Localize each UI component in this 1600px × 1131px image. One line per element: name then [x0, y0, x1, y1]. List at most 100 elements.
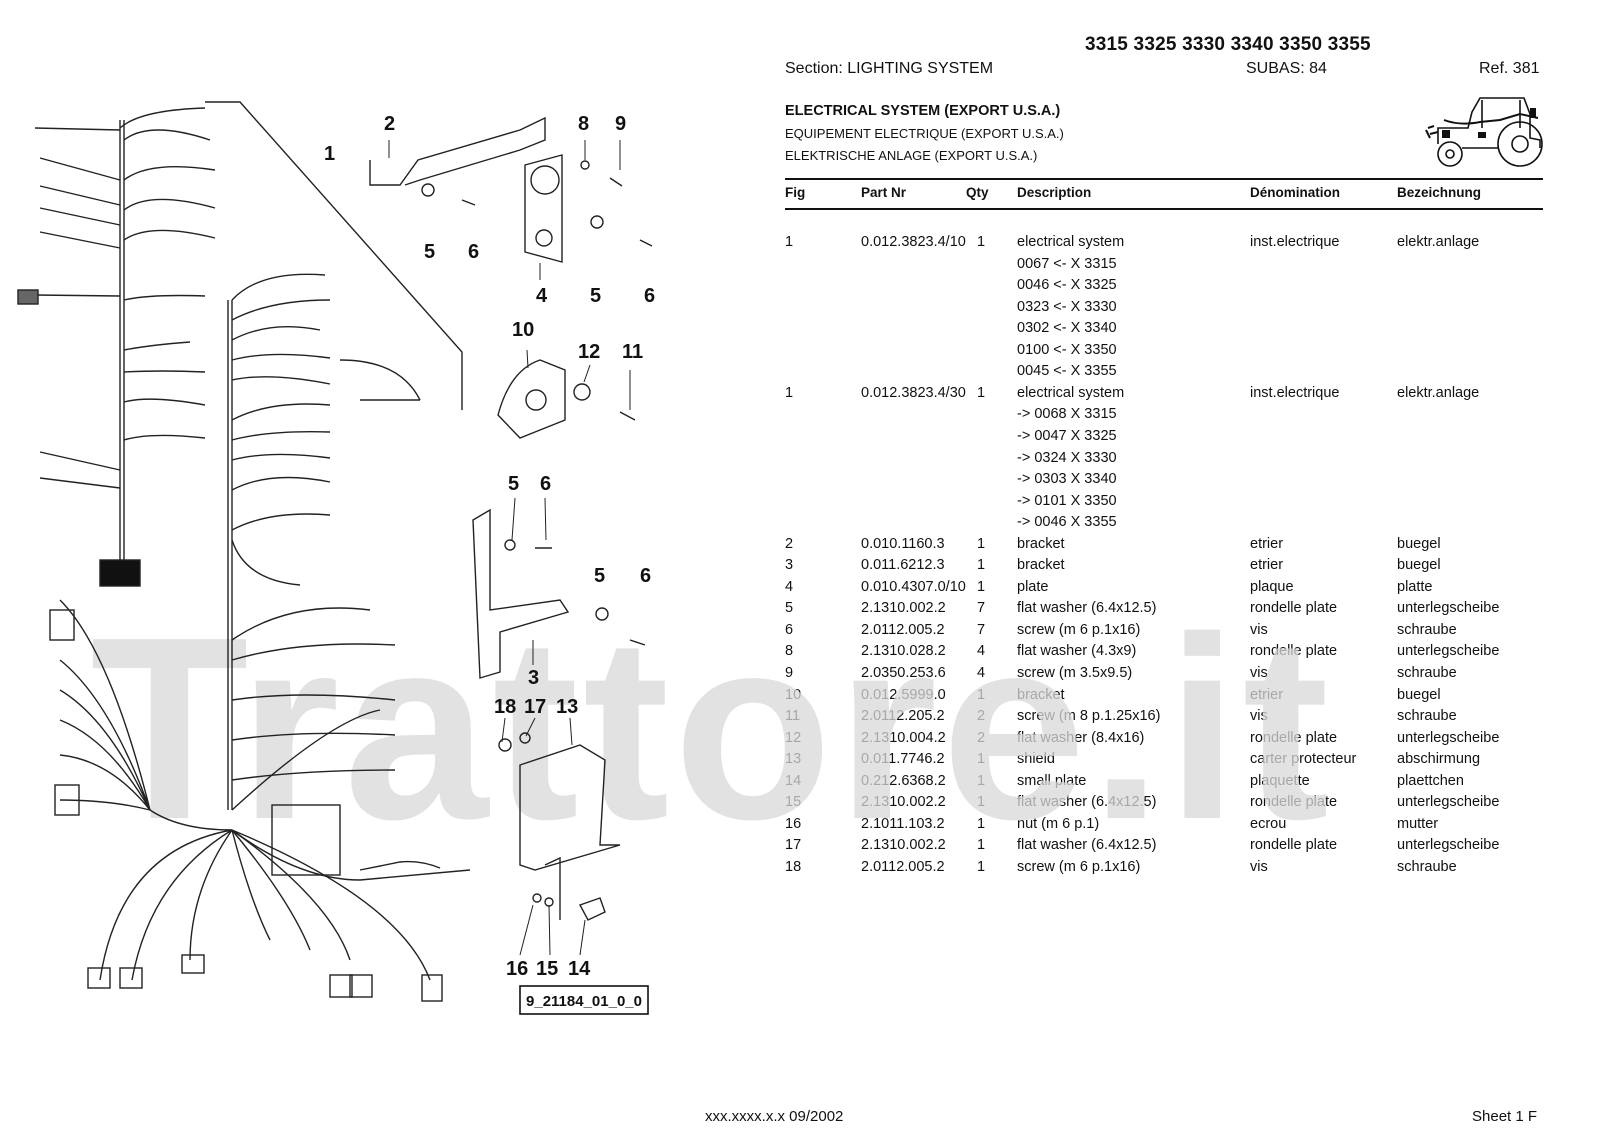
cell-description: flat washer (8.4x16) — [1017, 729, 1145, 746]
cell-description: screw (m 6 p.1x16) — [1017, 858, 1141, 875]
cell-fig: 8 — [785, 643, 794, 660]
cell-denomination: rondelle plate — [1250, 794, 1338, 811]
callout-8: 8 — [578, 113, 589, 135]
cell-part-number: 2.0112.005.2 — [861, 621, 945, 638]
cell-qty: 1 — [977, 794, 986, 811]
cell-fig: 11 — [785, 708, 801, 725]
cell-fig: 5 — [785, 600, 794, 617]
cell-denomination: plaque — [1250, 578, 1294, 595]
tractor-thumbnail — [1425, 97, 1543, 167]
cell-qty: 1 — [977, 837, 986, 854]
callout-11: 11 — [622, 341, 643, 363]
cell-qty: 4 — [977, 665, 986, 681]
cell-bezeichnung: unterlegscheibe — [1397, 729, 1500, 746]
cell-description: bracket — [1017, 686, 1065, 703]
cell-bezeichnung: platte — [1397, 578, 1433, 595]
cell-qty: 1 — [977, 686, 986, 703]
cell-denomination: plaquette — [1250, 772, 1310, 789]
cell-description: small plate — [1017, 772, 1087, 789]
cell-description: -> 0046 X 3355 — [1017, 514, 1117, 531]
callout-3: 3 — [528, 667, 539, 689]
cell-bezeichnung: schraube — [1397, 665, 1457, 681]
cell-qty: 7 — [977, 621, 986, 638]
cell-description: bracket — [1017, 557, 1065, 574]
cell-part-number: 2.0112.205.2 — [861, 708, 945, 725]
callout-15: 15 — [536, 958, 558, 980]
column-denomination: Dénomination — [1250, 185, 1340, 200]
cell-bezeichnung: elektr.anlage — [1397, 234, 1480, 250]
cell-bezeichnung: schraube — [1397, 858, 1457, 875]
cell-bezeichnung: buegel — [1397, 535, 1441, 552]
cell-description: screw (m 6 p.1x16) — [1017, 621, 1141, 638]
cell-bezeichnung: unterlegscheibe — [1397, 600, 1500, 617]
cell-denomination: carter protecteur — [1250, 751, 1357, 768]
cell-description: shield — [1017, 751, 1055, 768]
cell-bezeichnung: schraube — [1397, 708, 1457, 725]
cell-part-number: 0.010.1160.3 — [861, 535, 945, 552]
cell-fig: 9 — [785, 665, 794, 681]
cell-description: plate — [1017, 578, 1049, 595]
cell-denomination: rondelle plate — [1250, 729, 1338, 746]
cell-part-number: 2.1310.028.2 — [861, 643, 946, 660]
cell-part-number: 2.1310.002.2 — [861, 837, 946, 854]
cell-description: 0045 <- X 3355 — [1017, 363, 1117, 380]
cell-part-number: 2.0112.005.2 — [861, 858, 945, 875]
cell-part-number: 2.1310.004.2 — [861, 729, 946, 746]
column-fig: Fig — [785, 185, 806, 200]
subas-label: SUBAS: 84 — [1246, 60, 1327, 77]
callout-6c: 6 — [540, 473, 551, 495]
callout-17: 17 — [524, 696, 546, 718]
cell-qty: 1 — [977, 751, 986, 768]
cell-qty: 1 — [977, 234, 986, 250]
cell-description: nut (m 6 p.1) — [1017, 815, 1100, 832]
title-german: ELEKTRISCHE ANLAGE (EXPORT U.S.A.) — [785, 148, 1038, 163]
ref-label: Ref. 381 — [1479, 60, 1540, 77]
sheet-label: Sheet 1 F — [1472, 1108, 1538, 1125]
callout-6b: 6 — [644, 285, 655, 307]
drawing-code: 9_21184_01_0_0 — [526, 993, 642, 1010]
cell-denomination: rondelle plate — [1250, 600, 1338, 617]
cell-qty: 1 — [977, 815, 986, 832]
cell-bezeichnung: buegel — [1397, 686, 1441, 703]
cell-fig: 3 — [785, 557, 794, 574]
cell-denomination: etrier — [1250, 535, 1284, 552]
callout-2: 2 — [384, 113, 395, 135]
cell-part-number: 0.010.4307.0/10 — [861, 578, 966, 595]
callout-5d: 5 — [594, 565, 605, 587]
cell-description: -> 0068 X 3315 — [1017, 406, 1117, 423]
cell-denomination: vis — [1250, 708, 1268, 725]
cell-description: 0100 <- X 3350 — [1017, 341, 1117, 358]
table-top-rule — [785, 178, 1543, 180]
column-qty: Qty — [966, 185, 989, 200]
cell-bezeichnung: abschirmung — [1397, 751, 1481, 768]
cell-bezeichnung: unterlegscheibe — [1397, 837, 1500, 854]
cell-denomination: vis — [1250, 621, 1268, 638]
callout-14: 14 — [568, 958, 591, 980]
cell-fig: 12 — [785, 729, 802, 746]
cell-denomination: ecrou — [1250, 815, 1287, 832]
callout-12: 12 — [578, 341, 600, 363]
callout-9: 9 — [615, 113, 626, 135]
cell-part-number: 0.012.3823.4/30 — [861, 384, 966, 401]
cell-fig: 2 — [785, 535, 794, 552]
cell-qty: 4 — [977, 643, 986, 660]
callout-6a: 6 — [468, 241, 479, 263]
cell-description: 0302 <- X 3340 — [1017, 320, 1117, 337]
cell-part-number: 2.1011.103.2 — [861, 815, 945, 832]
cell-bezeichnung: plaettchen — [1397, 772, 1464, 789]
callout-5b: 5 — [590, 285, 601, 307]
cell-denomination: vis — [1250, 858, 1268, 875]
cell-part-number: 0.012.3823.4/10 — [861, 234, 966, 250]
cell-part-number: 0.011.6212.3 — [861, 557, 945, 574]
cell-fig: 16 — [785, 815, 802, 832]
cell-qty: 1 — [977, 578, 986, 595]
model-list: 3315 3325 3330 3340 3350 3355 — [1085, 34, 1371, 55]
cell-fig: 10 — [785, 686, 802, 703]
title-french: EQUIPEMENT ELECTRIQUE (EXPORT U.S.A.) — [785, 126, 1064, 141]
cell-part-number: 2.1310.002.2 — [861, 600, 946, 617]
cell-fig: 4 — [785, 578, 794, 595]
cell-qty: 1 — [977, 858, 986, 875]
callout-1: 1 — [324, 143, 335, 165]
cell-bezeichnung: schraube — [1397, 621, 1457, 638]
cell-fig: 6 — [785, 621, 794, 638]
